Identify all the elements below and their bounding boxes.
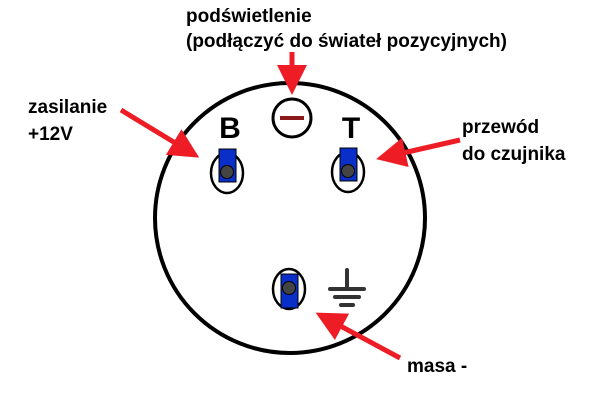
ground-icon: [328, 268, 366, 307]
ground-pin-terminal: [271, 267, 307, 311]
label-ground: masa -: [407, 356, 467, 377]
label-power-line2: +12V: [28, 124, 73, 145]
label-power-line1: zasilanie: [28, 97, 107, 118]
pin-t-letter: T: [342, 112, 360, 145]
minus-circle-icon: [271, 97, 313, 139]
pin-b-terminal: [209, 148, 245, 195]
pin-t-terminal: [330, 147, 366, 194]
arrow-ground: [315, 312, 402, 361]
arrow-power: [119, 107, 200, 158]
pin-b-letter: B: [219, 112, 241, 145]
label-backlight-line2: (podłączyć do świateł pozycyjnych): [186, 31, 507, 52]
label-sensor-line1: przewód: [462, 117, 539, 138]
label-sensor-line2: do czujnika: [462, 144, 566, 165]
label-backlight-line1: podświetlenie: [186, 6, 312, 27]
arrow-sensor: [376, 137, 461, 168]
